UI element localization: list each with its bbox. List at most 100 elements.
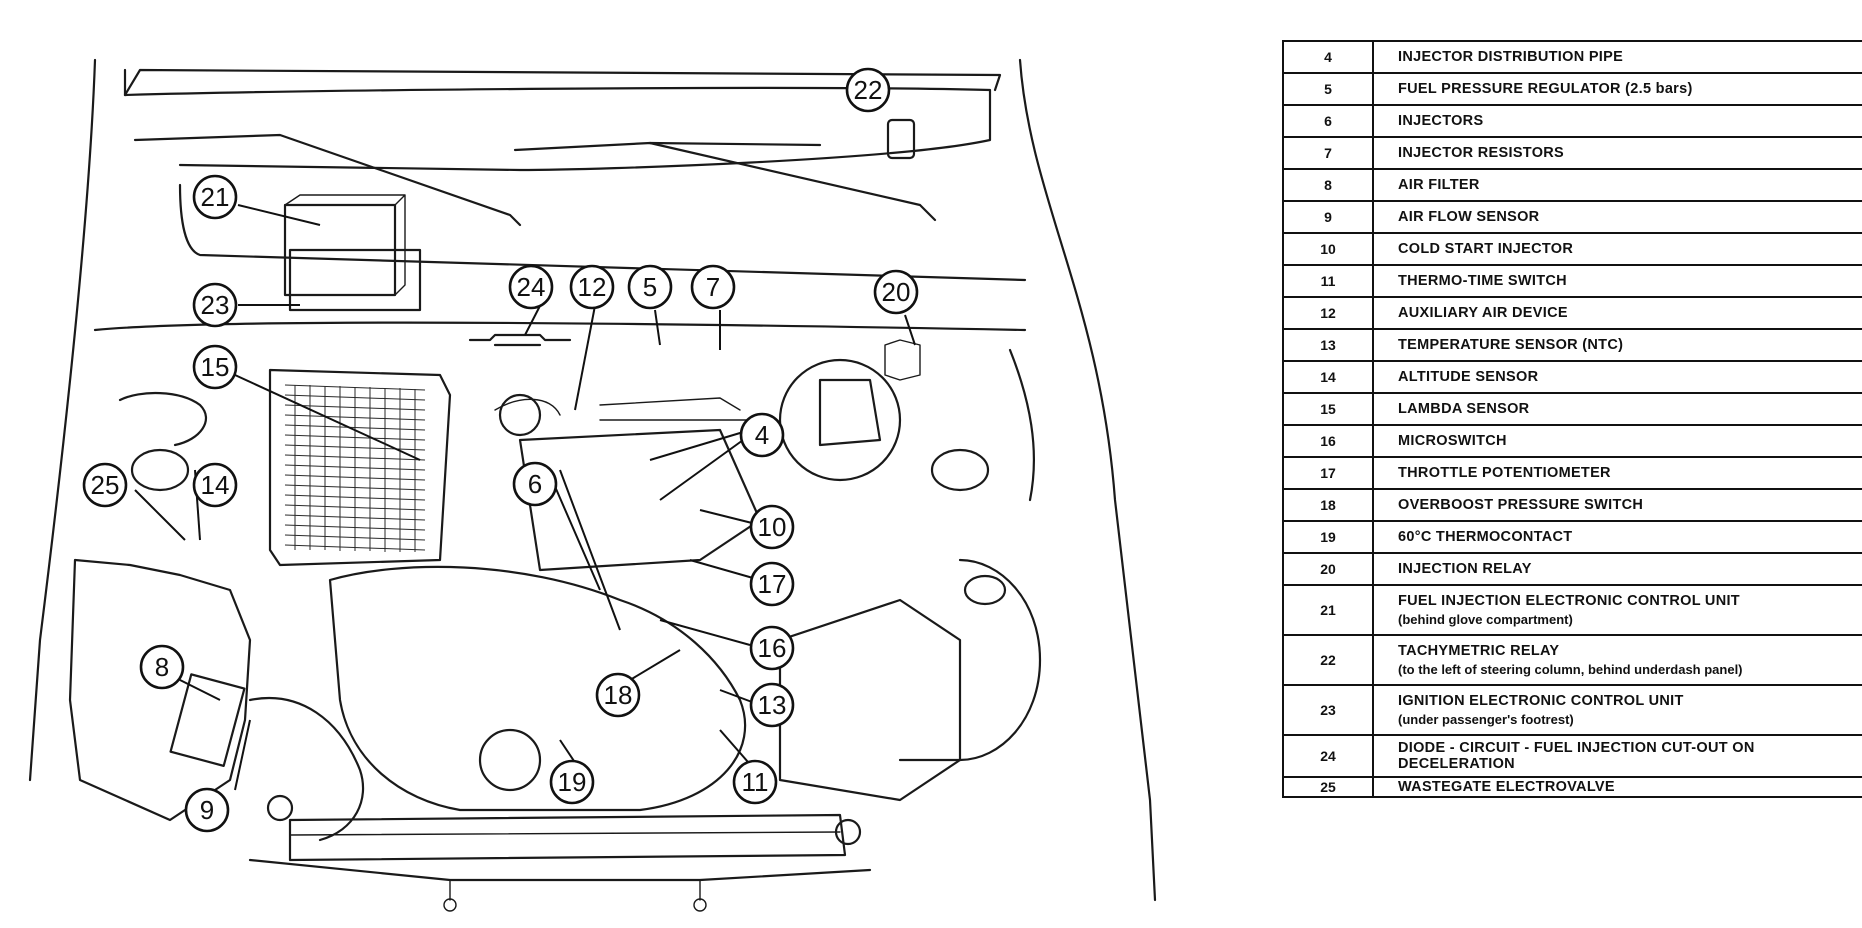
legend-description: 60°C THERMOCONTACT — [1374, 522, 1862, 552]
legend-label: INJECTOR DISTRIBUTION PIPE — [1398, 49, 1624, 65]
callout-21-label: 21 — [201, 182, 230, 212]
callout-14: 14 — [192, 462, 238, 508]
legend-sublabel: (under passenger's footrest) — [1398, 712, 1574, 727]
legend-row: 12 AUXILIARY AIR DEVICE — [1284, 298, 1862, 330]
callout-5: 5 — [627, 264, 673, 310]
legend-label: FUEL INJECTION ELECTRONIC CONTROL UNIT — [1398, 593, 1740, 609]
washer-cap — [963, 574, 1007, 606]
callout-20-label: 20 — [882, 277, 911, 307]
legend-number: 7 — [1284, 138, 1374, 168]
mount-right — [693, 898, 707, 912]
callout-16-label: 16 — [758, 633, 787, 663]
legend-description: AIR FLOW SENSOR — [1374, 202, 1862, 232]
legend-number: 13 — [1284, 330, 1374, 360]
crossmember-line — [289, 831, 841, 836]
callout-24: 24 — [508, 264, 554, 310]
ignition-ecu-box — [288, 248, 422, 312]
legend-label: ALTITUDE SENSOR — [1398, 369, 1539, 385]
legend-description: ALTITUDE SENSOR — [1374, 362, 1862, 392]
engine-bay-drawing: 21 22 23 24 12 5 7 20 15 4 6 25 14 10 17… — [28, 58, 1157, 912]
callout-13-label: 13 — [758, 690, 787, 720]
legend-number: 12 — [1284, 298, 1374, 328]
legend-sublabel: (to the left of steering column, behind … — [1398, 662, 1743, 677]
callout-9: 9 — [184, 787, 230, 833]
windscreen-scuttle — [123, 68, 992, 172]
legend-description: FUEL PRESSURE REGULATOR (2.5 bars) — [1374, 74, 1862, 104]
bolt-right — [834, 818, 862, 846]
front-crossmember — [288, 813, 847, 862]
legend-label: 60°C THERMOCONTACT — [1398, 529, 1573, 545]
airflow-sensor-body — [169, 673, 246, 767]
legend-number: 23 — [1284, 686, 1374, 734]
legend-number: 22 — [1284, 636, 1374, 684]
brake-reservoir-area — [778, 358, 902, 482]
legend-label: THERMO-TIME SWITCH — [1398, 273, 1567, 289]
callout-12-label: 12 — [578, 272, 607, 302]
airbox-outline — [68, 558, 252, 822]
legend-sublabel: (behind glove compartment) — [1398, 612, 1573, 627]
callout-15: 15 — [192, 344, 238, 390]
legend-number: 8 — [1284, 170, 1374, 200]
legend-description: IGNITION ELECTRONIC CONTROL UNIT (under p… — [1374, 686, 1862, 734]
callout-20: 20 — [873, 269, 919, 315]
callout-11: 11 — [732, 759, 778, 805]
bulkhead-top — [178, 183, 1027, 282]
legend-label: THROTTLE POTENTIOMETER — [1398, 465, 1611, 481]
legend-label: INJECTION RELAY — [1398, 561, 1532, 577]
tachymetric-relay-box — [886, 118, 916, 160]
callout-15-label: 15 — [201, 352, 230, 382]
legend-description: THROTTLE POTENTIOMETER — [1374, 458, 1862, 488]
legend-label: INJECTORS — [1398, 113, 1484, 129]
legend-description: COLD START INJECTOR — [1374, 234, 1862, 264]
intercooler-block — [268, 368, 452, 567]
callout-6: 6 — [512, 461, 558, 507]
legend-description: OVERBOOST PRESSURE SWITCH — [1374, 490, 1862, 520]
legend-number: 18 — [1284, 490, 1374, 520]
engine-bay-diagram: 21 22 23 24 12 5 7 20 15 4 6 25 14 10 17… — [28, 58, 1157, 912]
callout-14-label: 14 — [201, 470, 230, 500]
legend-label: DIODE - CIRCUIT - FUEL INJECTION CUT-OUT… — [1398, 740, 1755, 772]
callout-10-label: 10 — [758, 512, 787, 542]
right-strut-top — [930, 448, 990, 492]
legend-number: 5 — [1284, 74, 1374, 104]
legend-label: AIR FILTER — [1398, 177, 1480, 193]
legend-number: 19 — [1284, 522, 1374, 552]
wiper-left — [133, 133, 522, 227]
right-wheelarch — [1008, 348, 1035, 502]
legend-number: 16 — [1284, 426, 1374, 456]
legend-label: IGNITION ELECTRONIC CONTROL UNIT — [1398, 693, 1684, 709]
legend-label: AIR FLOW SENSOR — [1398, 209, 1540, 225]
legend-description: AIR FILTER — [1374, 170, 1862, 200]
callout-4-label: 4 — [755, 420, 769, 450]
callout-22: 22 — [845, 67, 891, 113]
legend-row: 6 INJECTORS — [1284, 106, 1862, 138]
callout-10: 10 — [749, 504, 795, 550]
engine-block — [328, 565, 747, 812]
callout-9-label: 9 — [200, 795, 214, 825]
diode-shape — [468, 333, 572, 347]
callout-18: 18 — [595, 672, 641, 718]
auxiliary-air-valve — [498, 393, 542, 437]
left-strut-top — [130, 448, 190, 492]
bulkhead-lower — [93, 321, 1027, 332]
callout-6-label: 6 — [528, 469, 542, 499]
callout-25-label: 25 — [91, 470, 120, 500]
legend-row: 4 INJECTOR DISTRIBUTION PIPE — [1284, 42, 1862, 74]
battery — [778, 598, 962, 802]
callout-8-label: 8 — [155, 652, 169, 682]
battery-tray — [898, 558, 1042, 762]
legend-label: INJECTOR RESISTORS — [1398, 145, 1565, 161]
engine-pulley — [478, 728, 542, 792]
legend-number: 6 — [1284, 106, 1374, 136]
legend-number: 21 — [1284, 586, 1374, 634]
legend-description: DIODE - CIRCUIT - FUEL INJECTION CUT-OUT… — [1374, 736, 1862, 776]
airflow-duct — [248, 697, 365, 842]
legend-label: AUXILIARY AIR DEVICE — [1398, 305, 1568, 321]
legend-number: 4 — [1284, 42, 1374, 72]
